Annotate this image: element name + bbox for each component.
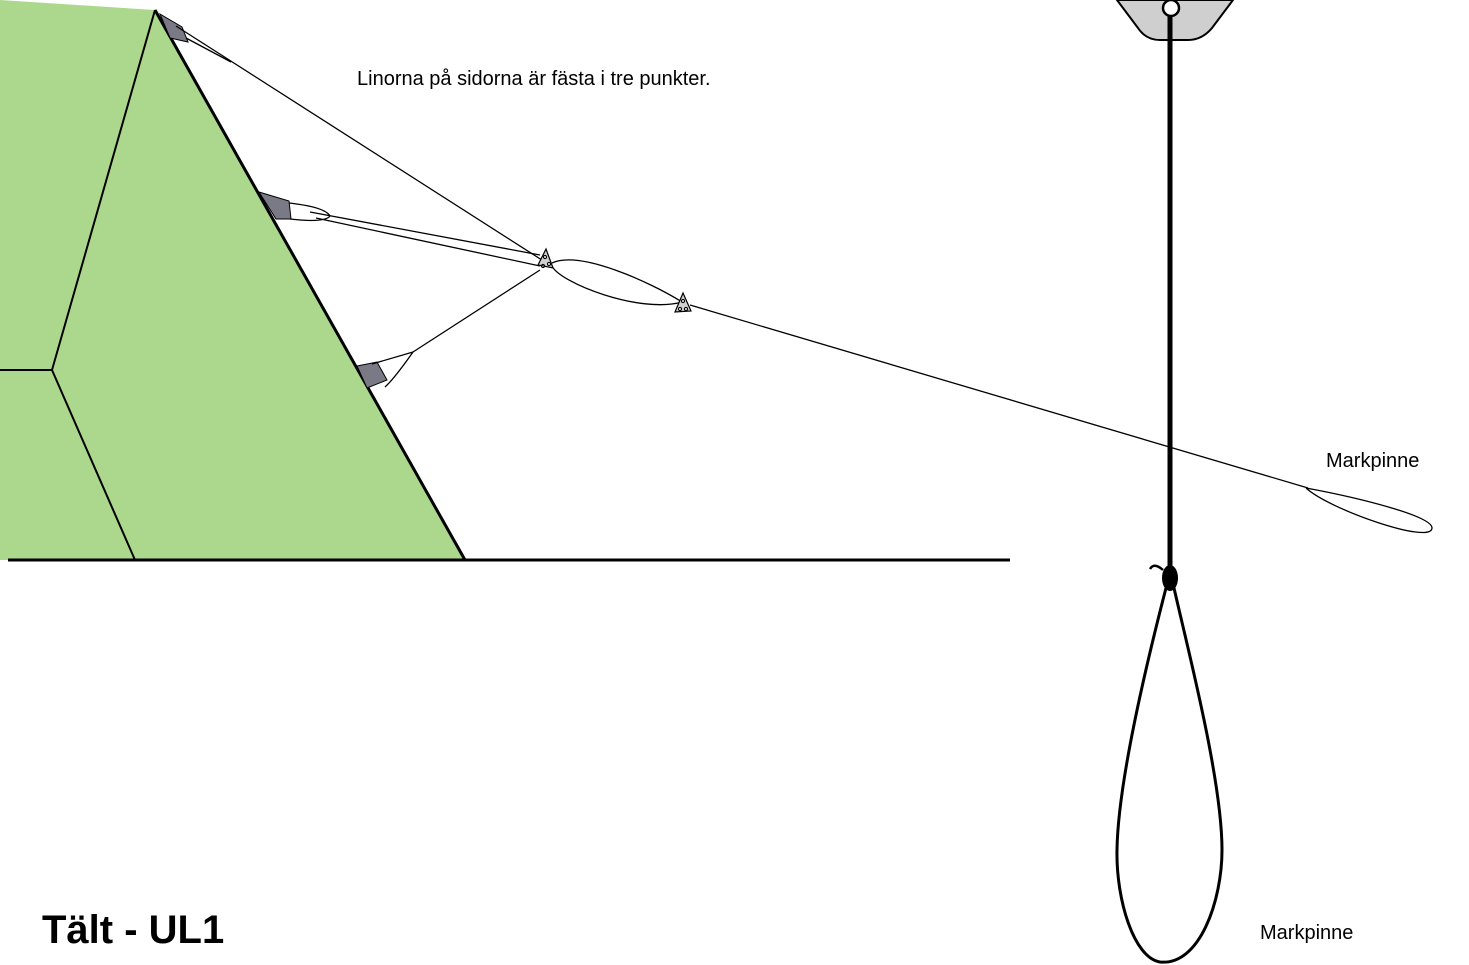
hook-ring-icon: [1161, 0, 1181, 18]
hanging-loop: [1115, 0, 1235, 964]
line-tensioners: [537, 247, 692, 313]
guyline-top: [175, 25, 546, 263]
tent-side-panel: [0, 0, 465, 560]
tensioner-lower: [674, 291, 692, 313]
guyline-middle-a: [309, 211, 541, 256]
guyline-top-return: [185, 37, 232, 63]
reinforcement-patch-bottom: [356, 361, 388, 389]
peg-loop: [1305, 487, 1433, 534]
main-guyline: [689, 304, 1309, 489]
instruction-note: Linorna på sidorna är fästa i tre punkte…: [357, 68, 711, 90]
cord-loop: [1115, 587, 1224, 964]
guyline-bottom-loop: [371, 350, 415, 388]
guyline-middle-b: [315, 217, 541, 267]
guy-lines: [175, 25, 1433, 534]
tent: [0, 0, 467, 561]
reinforcement-patches: [158, 12, 388, 389]
tensioner-loop: [551, 259, 684, 306]
guyline-middle-loop: [288, 202, 331, 222]
cord-knot: [1162, 565, 1178, 591]
peg-label-loop: Markpinne: [1260, 922, 1354, 944]
tent-edge: [153, 9, 467, 561]
reinforcement-patch-top: [158, 12, 189, 43]
peg-label-guyline: Markpinne: [1326, 450, 1420, 472]
hook-plate: [1115, 0, 1235, 41]
diagram-title: Tält - UL1: [42, 908, 225, 952]
knot-tail: [1148, 564, 1164, 571]
guyline-bottom: [412, 269, 541, 353]
tensioner-upper: [537, 247, 554, 269]
